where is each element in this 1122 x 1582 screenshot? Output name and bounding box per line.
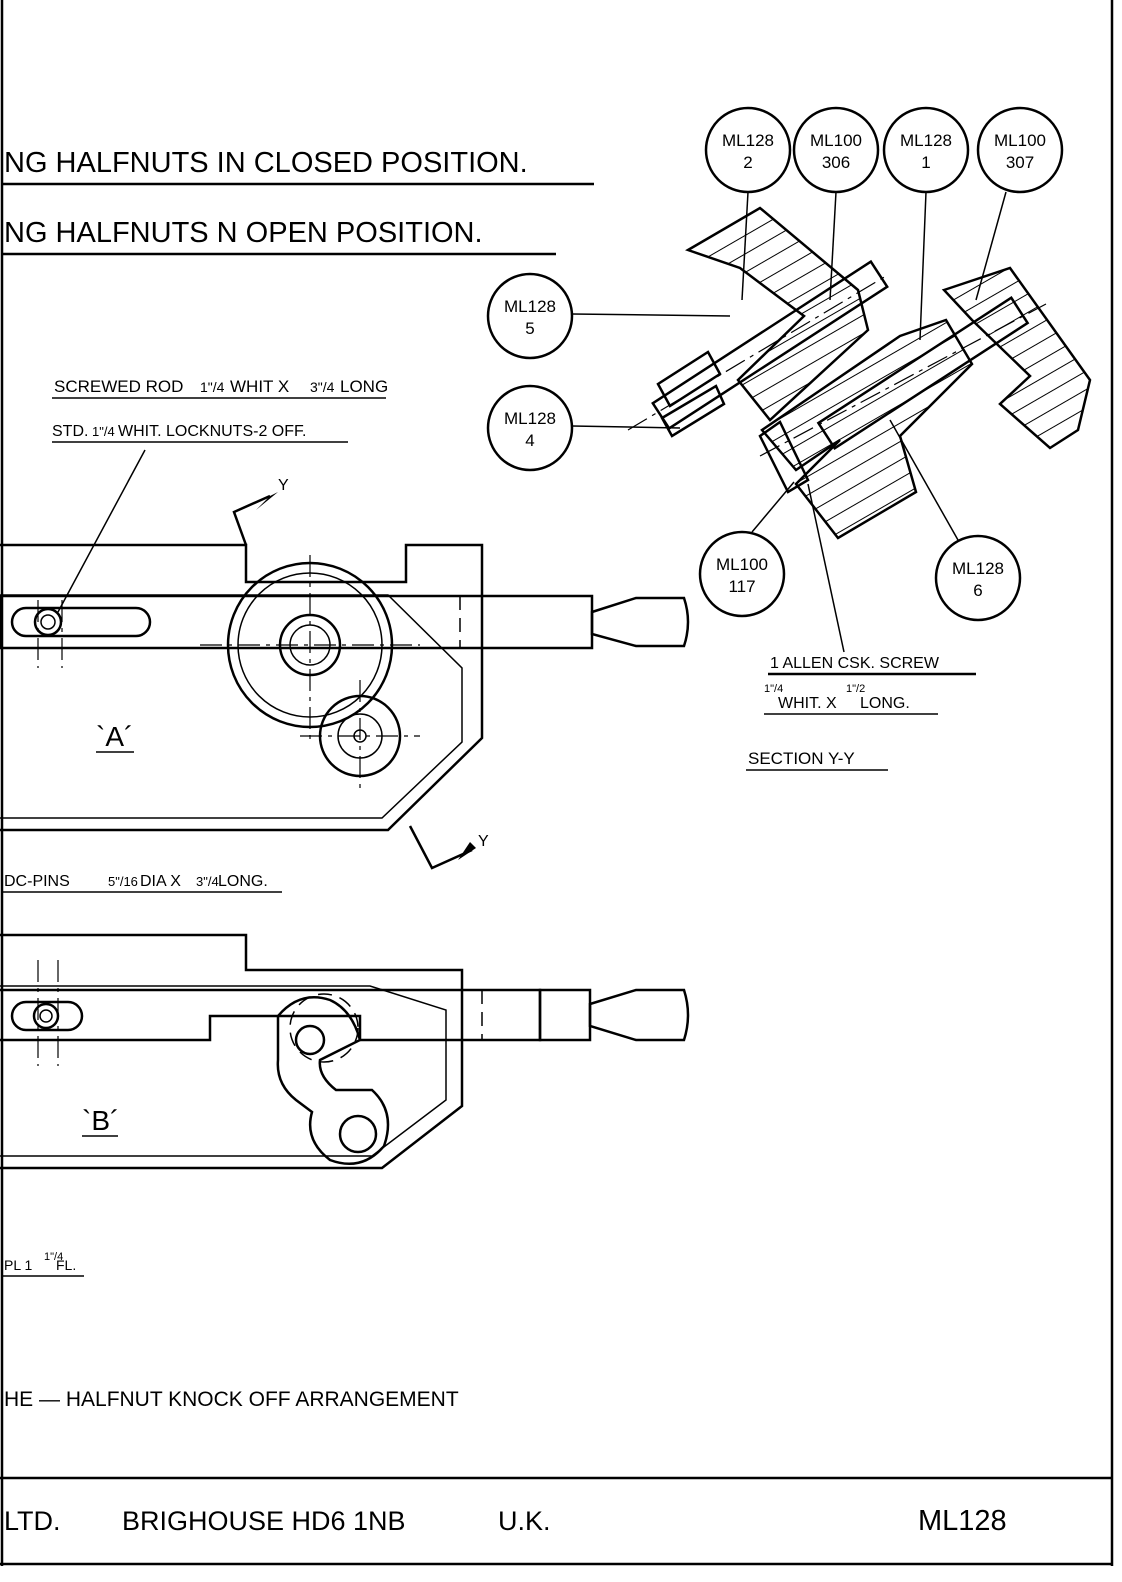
- screwed-rod-text: SCREWED ROD: [54, 377, 183, 396]
- note-open-position: NG HALFNUTS N OPEN POSITION.: [2, 217, 556, 256]
- balloon-ml128-5: ML128 5: [486, 272, 731, 360]
- balloon-ml100-307-part: ML100: [994, 131, 1046, 150]
- company-name: LTD.: [4, 1506, 61, 1536]
- view-a-drawing: `A´: [0, 543, 690, 832]
- balloon-ml100-306-item: 306: [822, 153, 850, 172]
- allen-screw-frac2: 1"/2: [846, 683, 865, 695]
- screwed-rod-frac2: 3"/4: [310, 379, 335, 395]
- balloon-ml100-117: ML100 117: [698, 481, 795, 618]
- balloon-ml128-6-item: 6: [973, 581, 982, 600]
- section-yy-title: SECTION Y-Y: [746, 749, 888, 771]
- note-screwed-rod: SCREWED ROD 1"/4 WHIT X 3"/4 LONG STD. 1…: [52, 377, 388, 613]
- drawing-title: HE — HALFNUT KNOCK OFF ARRANGEMENT: [4, 1388, 459, 1411]
- screwed-rod-tail2: LONG: [340, 377, 388, 396]
- fl-text-a: PL 1: [4, 1257, 32, 1273]
- section-arrow-top-label: Y: [278, 477, 289, 494]
- dowel-text-a: DC-PINS: [4, 873, 70, 890]
- dowel-frac1: 5"/16: [108, 874, 138, 889]
- title-block: LTD. BRIGHOUSE HD6 1NB U.K. ML128: [4, 1505, 1007, 1537]
- view-b-label: `B´: [82, 1105, 119, 1136]
- balloon-ml128-5-item: 5: [525, 319, 534, 338]
- balloon-ml100-117-item: 117: [728, 577, 755, 596]
- note-fl: PL 1 1"/4 FL.: [2, 1251, 84, 1277]
- balloon-ml128-2-item: 2: [743, 153, 752, 172]
- company-address: BRIGHOUSE HD6 1NB: [122, 1506, 406, 1536]
- balloon-ml100-307: ML100 307: [975, 106, 1064, 301]
- company-country: U.K.: [498, 1506, 551, 1536]
- locknuts-text-b: WHIT. LOCKNUTS-2 OFF.: [118, 423, 306, 440]
- balloon-ml128-4-item: 4: [525, 431, 534, 450]
- balloon-ml128-2: ML128 2: [704, 106, 792, 301]
- balloon-ml128-1-item: 1: [921, 153, 930, 172]
- balloon-ml128-6-part: ML128: [952, 559, 1004, 578]
- fl-frac: 1"/4: [44, 1251, 63, 1263]
- section-arrow-bottom-label: Y: [478, 833, 489, 850]
- allen-screw-frac1: 1"/4: [764, 683, 783, 695]
- note-closed-text: NG HALFNUTS IN CLOSED POSITION.: [4, 147, 528, 179]
- balloon-ml128-5-part: ML128: [504, 297, 556, 316]
- locknuts-text-a: STD.: [52, 423, 88, 440]
- balloon-ml128-1: ML128 1: [882, 106, 970, 341]
- screwed-rod-frac1: 1"/4: [200, 379, 225, 395]
- balloon-ml128-6: ML128 6: [889, 419, 1022, 622]
- locknuts-frac: 1"/4: [92, 424, 115, 439]
- view-b-drawing: `B´: [0, 933, 690, 1170]
- section-arrow-top: Y: [232, 477, 289, 546]
- dowel-frac2: 3"/4: [196, 874, 219, 889]
- balloon-ml128-4-part: ML128: [504, 409, 556, 428]
- balloon-ml100-306: ML100 306: [792, 106, 880, 301]
- note-open-text: NG HALFNUTS N OPEN POSITION.: [4, 217, 483, 249]
- screwed-rod-tail1: WHIT X: [230, 377, 289, 396]
- dowel-tail: LONG.: [218, 873, 268, 890]
- balloon-ml128-1-part: ML128: [900, 131, 952, 150]
- balloon-ml100-306-part: ML100: [810, 131, 862, 150]
- allen-screw-mid: WHIT. X: [778, 695, 837, 712]
- balloon-ml128-4: ML128 4: [486, 384, 681, 472]
- allen-screw-tail: LONG.: [860, 695, 910, 712]
- section-yy-drawing: [627, 206, 1092, 540]
- note-allen-screw: 1 ALLEN CSK. SCREW 1"/4 WHIT. X 1"/2 LON…: [764, 483, 976, 715]
- balloon-ml100-307-item: 307: [1006, 153, 1034, 172]
- balloon-ml128-2-part: ML128: [722, 131, 774, 150]
- section-title-text: SECTION Y-Y: [748, 749, 855, 768]
- drawing-number: ML128: [918, 1505, 1007, 1537]
- note-closed-position: NG HALFNUTS IN CLOSED POSITION.: [2, 147, 594, 186]
- balloon-ml100-117-part: ML100: [716, 555, 768, 574]
- dowel-mid: DIA X: [140, 873, 181, 890]
- fl-text-b: FL.: [56, 1257, 76, 1273]
- view-a-label: `A´: [96, 721, 133, 752]
- section-arrow-bottom: Y: [408, 825, 489, 870]
- allen-screw-line1: 1 ALLEN CSK. SCREW: [770, 655, 940, 672]
- note-dowel-pins: DC-PINS 5"/16 DIA X 3"/4 LONG.: [2, 873, 282, 893]
